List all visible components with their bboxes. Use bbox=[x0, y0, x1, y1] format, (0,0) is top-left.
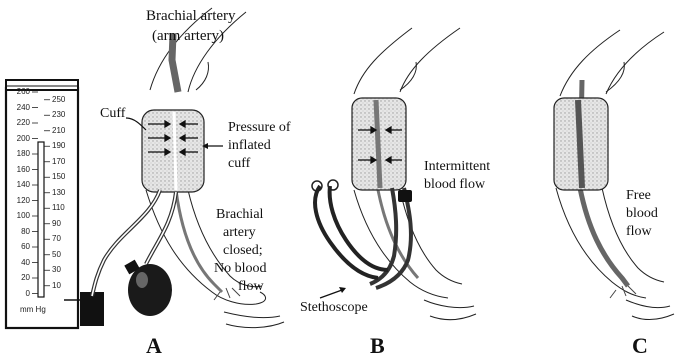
label-artery-closed-line5: flow bbox=[238, 279, 264, 294]
label-free-line1: Free bbox=[626, 188, 651, 203]
mercury-column bbox=[38, 142, 44, 297]
scale-label-left: 100 bbox=[4, 211, 30, 220]
label-artery-closed-line3: closed; bbox=[223, 243, 263, 258]
label-pressure-line1: Pressure of bbox=[228, 120, 291, 135]
scale-label-right: 150 bbox=[52, 172, 78, 181]
scale-label-left: 260 bbox=[4, 87, 30, 96]
scale-label-right: 210 bbox=[52, 126, 78, 135]
scale-label-right: 190 bbox=[52, 141, 78, 150]
scale-label-left: 200 bbox=[4, 134, 30, 143]
panel-label-b: B bbox=[370, 333, 385, 359]
scale-label-right: 90 bbox=[52, 219, 78, 228]
scale-label-right: 250 bbox=[52, 95, 78, 104]
scale-label-right: 230 bbox=[52, 110, 78, 119]
label-artery-closed-line2: artery bbox=[223, 225, 256, 240]
scale-label-right: 110 bbox=[52, 203, 78, 212]
label-brachial-artery: Brachial artery bbox=[146, 9, 236, 24]
label-stethoscope: Stethoscope bbox=[300, 300, 368, 315]
label-intermittent-line1: Intermittent bbox=[424, 159, 490, 174]
scale-label-left: 140 bbox=[4, 180, 30, 189]
label-cuff: Cuff bbox=[100, 106, 125, 121]
stethoscope-chestpiece bbox=[398, 190, 412, 202]
scale-label-left: 120 bbox=[4, 196, 30, 205]
label-arm-artery: (arm artery) bbox=[152, 29, 224, 44]
manometer-unit: mm Hg bbox=[20, 305, 46, 314]
label-pressure-line2: inflated bbox=[228, 138, 271, 153]
scale-label-right: 30 bbox=[52, 265, 78, 274]
label-free-line2: blood bbox=[626, 206, 658, 221]
scale-label-left: 220 bbox=[4, 118, 30, 127]
scale-label-right: 170 bbox=[52, 157, 78, 166]
scale-label-left: 0 bbox=[4, 289, 30, 298]
scale-label-right: 130 bbox=[52, 188, 78, 197]
scale-label-left: 160 bbox=[4, 165, 30, 174]
scale-label-left: 40 bbox=[4, 258, 30, 267]
scale-label-left: 180 bbox=[4, 149, 30, 158]
scale-label-right: 50 bbox=[52, 250, 78, 259]
scale-label-left: 240 bbox=[4, 103, 30, 112]
label-free-line3: flow bbox=[626, 224, 652, 239]
arm-c bbox=[554, 30, 674, 320]
inflation-bulb bbox=[128, 264, 172, 316]
label-pressure-line3: cuff bbox=[228, 156, 250, 171]
scale-label-left: 80 bbox=[4, 227, 30, 236]
manometer-reservoir bbox=[80, 292, 104, 326]
label-artery-closed-line4: No blood bbox=[214, 261, 267, 276]
scale-label-left: 20 bbox=[4, 273, 30, 282]
scale-label-left: 60 bbox=[4, 242, 30, 251]
scale-label-right: 10 bbox=[52, 281, 78, 290]
label-artery-closed-line1: Brachial bbox=[216, 207, 263, 222]
scale-label-right: 70 bbox=[52, 234, 78, 243]
panel-label-c: C bbox=[632, 333, 648, 359]
panel-label-a: A bbox=[146, 333, 162, 359]
label-intermittent-line2: blood flow bbox=[424, 177, 485, 192]
